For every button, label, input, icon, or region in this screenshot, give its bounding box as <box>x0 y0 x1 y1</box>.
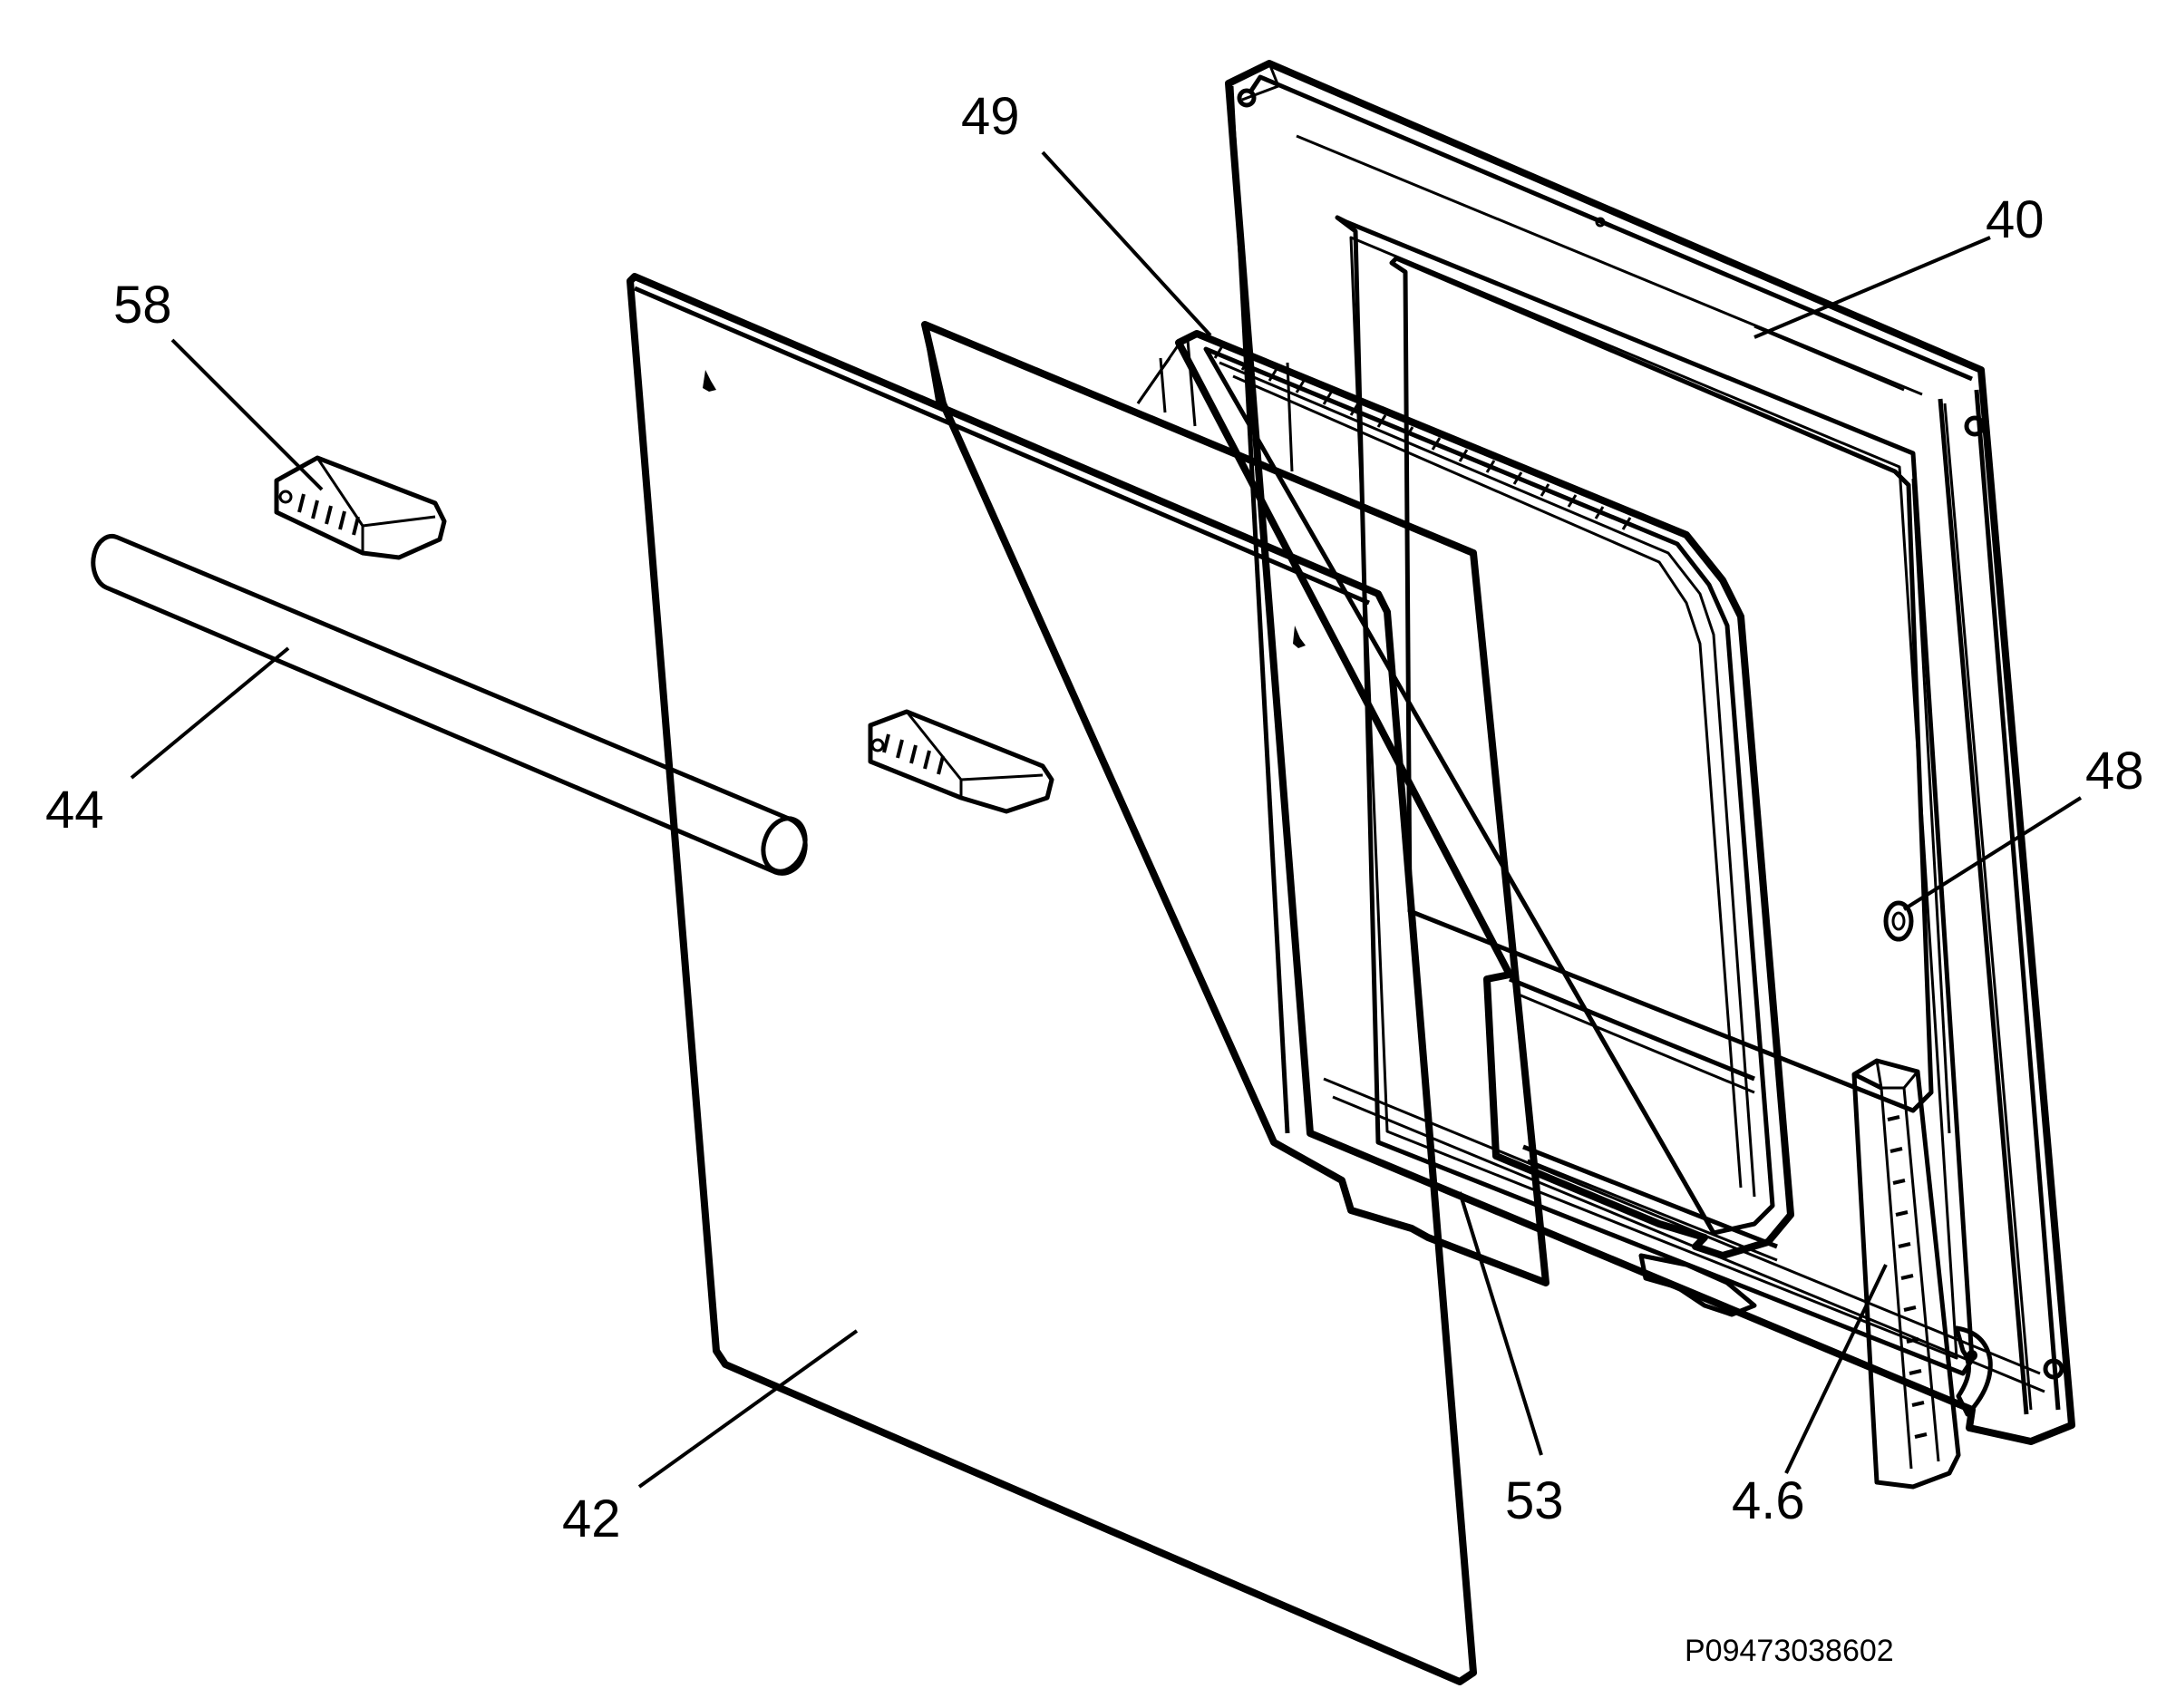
callout-53: 53 <box>1505 1471 1564 1530</box>
leader-lines <box>130 150 2083 1489</box>
glass-clip <box>868 709 1054 814</box>
middle-glass-panel <box>921 321 1549 1286</box>
callout-44: 44 <box>45 781 104 839</box>
clip-top <box>274 455 447 560</box>
screw <box>1883 900 1914 942</box>
callout-48: 48 <box>2085 742 2144 801</box>
outer-glass-panel <box>627 273 1477 1685</box>
drawing-code: P09473038602 <box>1685 1634 1894 1668</box>
door-handle-bar <box>91 534 808 876</box>
callout-46: 4.6 <box>1732 1471 1805 1530</box>
callout-labels: 58 44 49 40 48 42 53 4.6 <box>45 87 2144 1548</box>
inner-door-frame <box>1136 330 1794 1317</box>
callout-40: 40 <box>1986 190 2045 249</box>
callout-49: 49 <box>961 87 1020 146</box>
callout-42: 42 <box>562 1490 621 1548</box>
callout-58: 58 <box>113 276 172 335</box>
hinge-bracket <box>1851 1058 1993 1490</box>
door-frame <box>1225 60 2075 1445</box>
